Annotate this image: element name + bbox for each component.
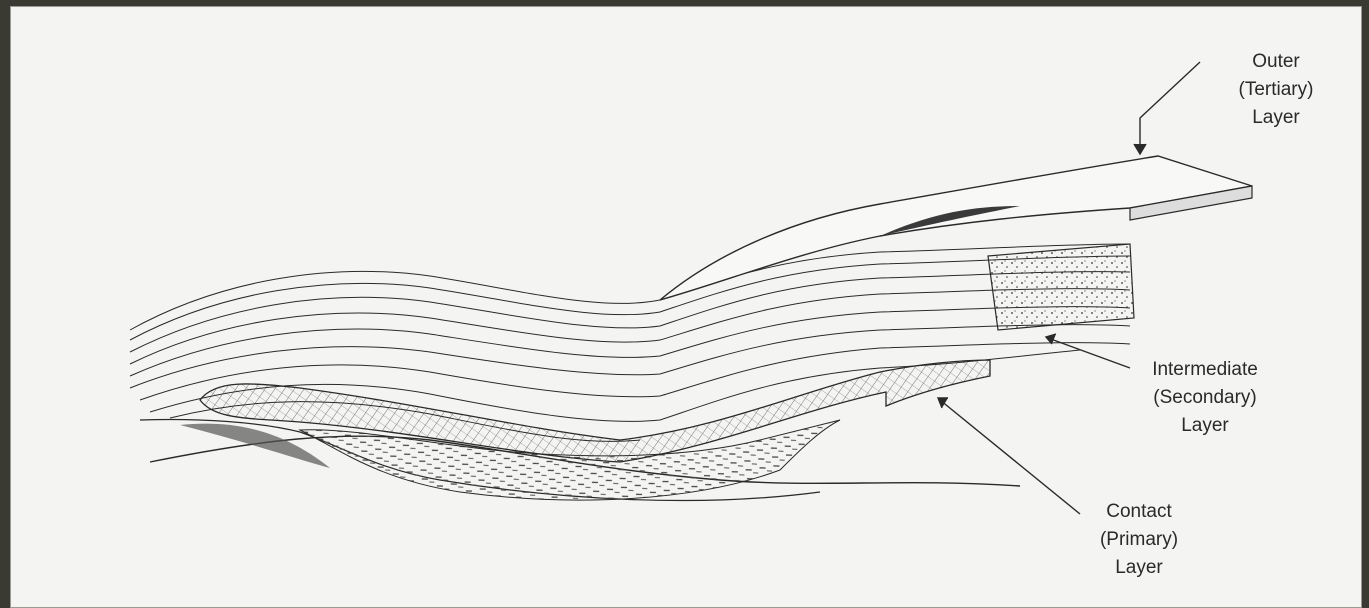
intermediate-label-line-1: Intermediate [1130, 356, 1280, 384]
contact-label-line-1: Contact [1074, 498, 1204, 526]
contact-layer-drawing [200, 360, 990, 462]
outer-label-line-3: Layer [1206, 104, 1346, 132]
outer-layer-drawing [660, 156, 1252, 300]
outer-label-line-2: (Tertiary) [1206, 76, 1346, 104]
outer-label-line-1: Outer [1206, 48, 1346, 76]
outer-layer-label: Outer (Tertiary) Layer [1206, 48, 1346, 132]
contact-leader-arrow [940, 400, 1080, 514]
contact-label-line-3: Layer [1074, 554, 1204, 582]
outer-leader-arrow [1140, 62, 1200, 152]
intermediate-label-line-2: (Secondary) [1130, 384, 1280, 412]
intermediate-layer-label: Intermediate (Secondary) Layer [1130, 356, 1280, 440]
intermediate-label-line-3: Layer [1130, 412, 1280, 440]
contact-label-line-2: (Primary) [1074, 526, 1204, 554]
contact-layer-label: Contact (Primary) Layer [1074, 498, 1204, 582]
intermediate-layer-foam-end [988, 244, 1134, 330]
